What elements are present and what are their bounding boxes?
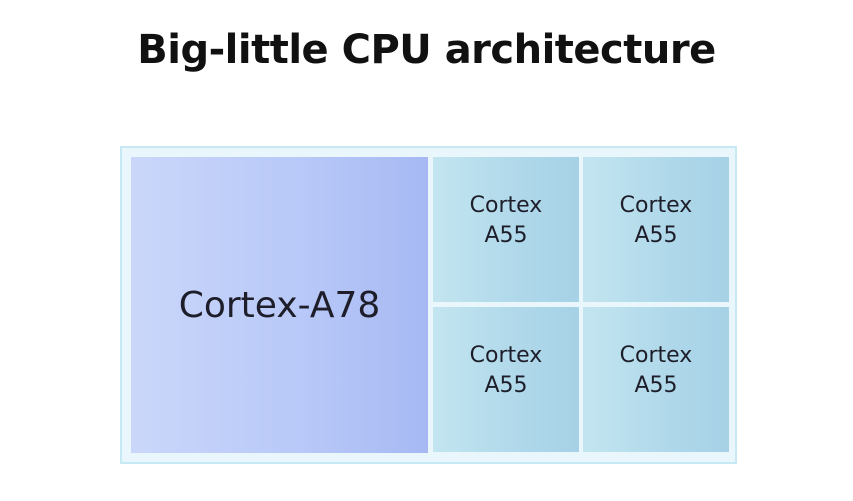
little-core-block-1: Cortex A55: [433, 157, 579, 302]
little-core-label-3: Cortex A55: [470, 341, 543, 401]
big-core-block: Cortex-A78: [131, 157, 428, 453]
little-core-name: Cortex: [469, 342, 543, 368]
little-core-model: A55: [634, 222, 678, 248]
diagram-title: Big-little CPU architecture: [137, 27, 716, 73]
little-core-model: A55: [634, 372, 678, 398]
big-core-label: Cortex-A78: [178, 284, 381, 326]
little-core-model: A55: [484, 372, 528, 398]
little-core-label-4: Cortex A55: [620, 341, 693, 401]
little-core-name: Cortex: [469, 192, 543, 218]
cpu-chip-diagram: Cortex-A78 Cortex A55 Cortex A55 Cortex …: [120, 146, 737, 464]
little-core-name: Cortex: [619, 342, 693, 368]
little-core-block-4: Cortex A55: [583, 307, 729, 452]
little-core-model: A55: [484, 222, 528, 248]
little-core-block-3: Cortex A55: [433, 307, 579, 452]
little-core-name: Cortex: [619, 192, 693, 218]
little-core-label-2: Cortex A55: [620, 191, 693, 251]
little-core-label-1: Cortex A55: [470, 191, 543, 251]
little-core-block-2: Cortex A55: [583, 157, 729, 302]
